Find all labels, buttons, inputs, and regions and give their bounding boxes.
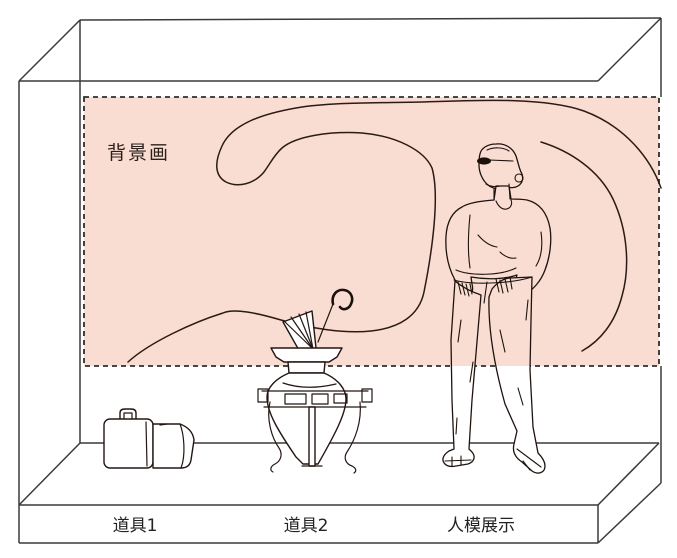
- umbrella-shaft: [317, 303, 334, 343]
- mannequin-torso: [445, 185, 552, 297]
- hair-bun: [514, 173, 524, 183]
- duffel-bag-top-mark: [159, 423, 168, 426]
- suitcase-side-seam: [145, 421, 148, 467]
- suitcase-handle-inner: [123, 412, 133, 420]
- mannequin-pants-details: [453, 276, 533, 435]
- mannequin-shoe-details: [444, 448, 542, 471]
- sunglasses-icon: [477, 157, 491, 165]
- mannequin-left-leg: [442, 280, 482, 468]
- box-top-left-diagonal: [18, 19, 81, 82]
- mannequin-figure-group: [442, 143, 552, 474]
- stand-right-leg: [344, 401, 361, 474]
- backdrop-swirl-drawing: [127, 99, 662, 363]
- display-box-outline: [18, 17, 662, 543]
- box-top-right-diagonal: [597, 17, 662, 82]
- box-back-top-edge: [79, 17, 662, 21]
- platform-band: [19, 482, 662, 544]
- stand-left-leg: [268, 401, 282, 473]
- duffel-bag-endcap: [179, 423, 185, 469]
- vase-top-plate: [270, 347, 343, 363]
- vase-shoulder-curve: [282, 382, 337, 388]
- label-mannequin: 人模展示: [447, 516, 515, 536]
- mannequin-face-details: [477, 147, 524, 201]
- swirl-right-tail-curve: [540, 141, 628, 352]
- mannequin-head: [478, 143, 524, 190]
- prop-umbrella-stand-group: [257, 288, 373, 474]
- backdrop-panel-label: 背景画: [107, 142, 170, 164]
- umbrella-folds: [283, 311, 314, 350]
- backdrop-panel: [83, 96, 660, 367]
- stand-center-post: [308, 406, 316, 467]
- mannequin-top-details: [455, 199, 543, 275]
- floor-left-diagonal: [18, 442, 81, 506]
- vase-neck: [287, 361, 326, 374]
- label-prop1: 道具1: [113, 516, 158, 536]
- duffel-bag-body: [152, 423, 195, 469]
- umbrella-hook-handle: [331, 288, 354, 311]
- floor-right-diagonal: [597, 442, 660, 506]
- label-prop2: 道具2: [284, 516, 329, 536]
- band-right-bottom-diagonal: [597, 482, 662, 544]
- prop-suitcase-group: [103, 408, 195, 469]
- swirl-main-curve: [127, 99, 662, 363]
